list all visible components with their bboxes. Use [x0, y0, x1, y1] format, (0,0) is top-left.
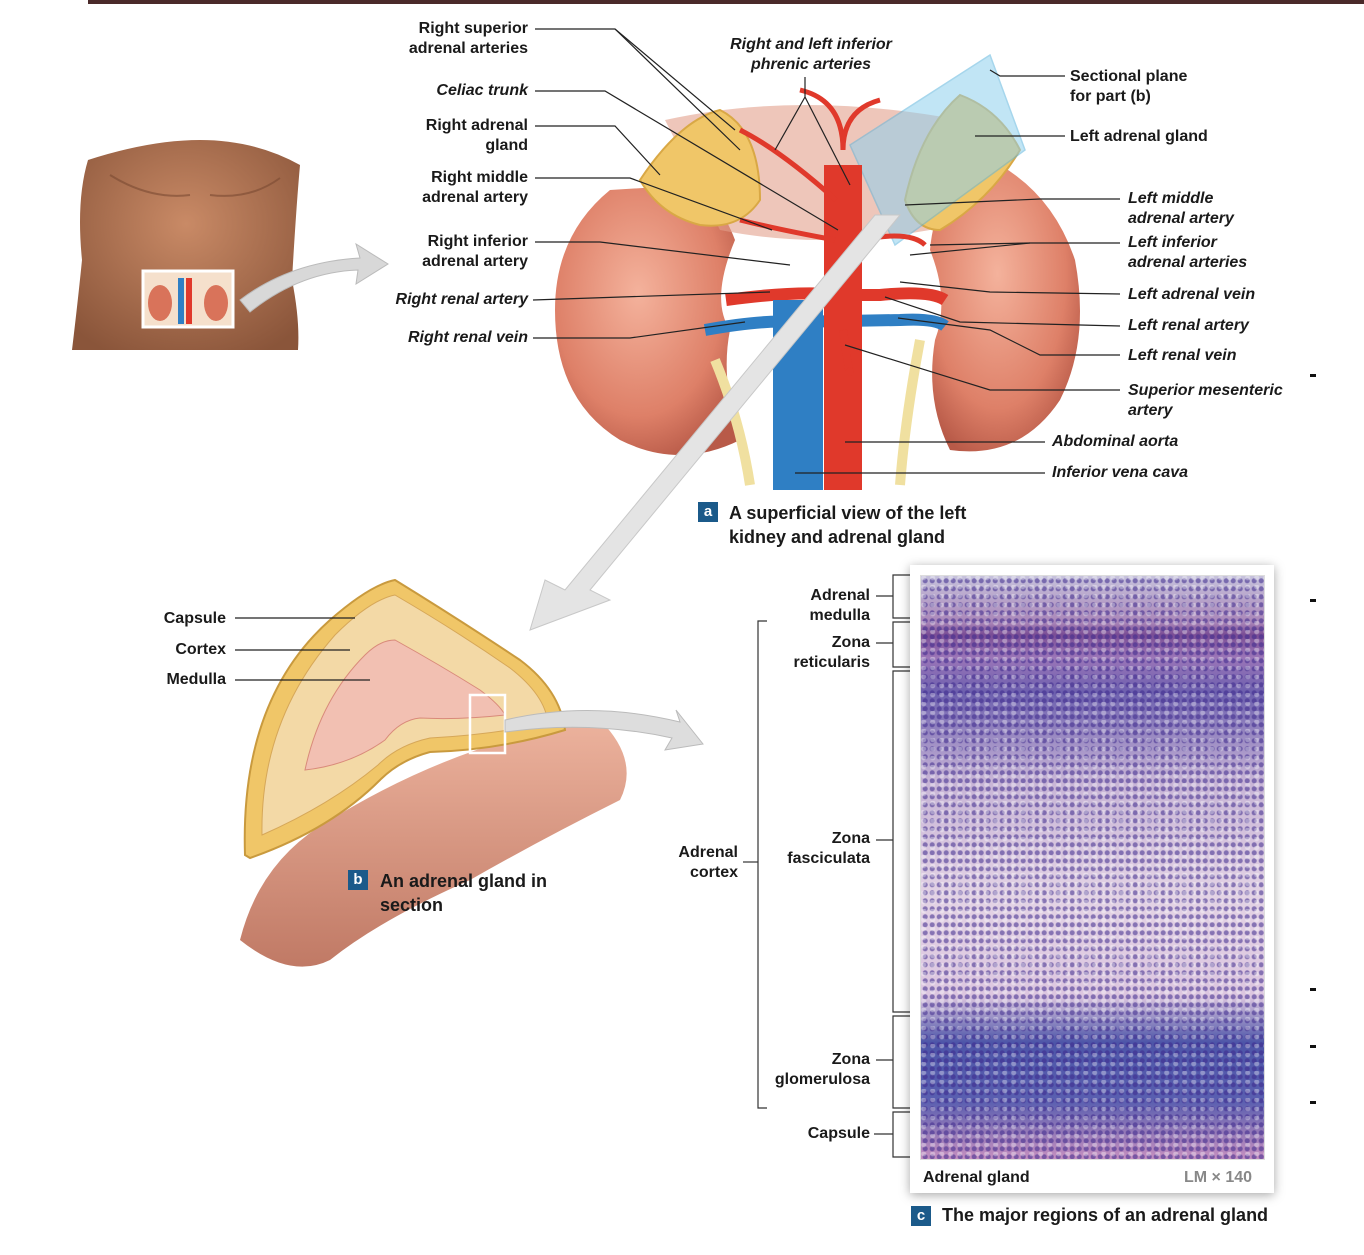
label-capsule-c: Capsule: [807, 1125, 870, 1142]
badge-c: c: [911, 1206, 931, 1226]
label-left-inferior-adrenal-arteries: Left inferior adrenal arteries: [1128, 234, 1248, 271]
caption-a: A superficial view of the left kidney an…: [729, 503, 967, 547]
label-right-renal-vein: Right renal vein: [407, 329, 528, 346]
label-medulla-b: Medulla: [166, 671, 226, 688]
label-adrenal-cortex: Adrenal cortex: [678, 844, 738, 881]
edge-tick: [1310, 374, 1316, 377]
torso-figure: [72, 140, 300, 350]
edge-tick: [1310, 1101, 1316, 1104]
label-right-superior-adrenal-arteries: Right superior adrenal arteries: [408, 20, 528, 57]
label-right-adrenal-gland: Right adrenal gland: [425, 117, 528, 154]
label-left-middle-adrenal-artery: Left middle adrenal artery: [1128, 190, 1234, 227]
caption-b: An adrenal gland in section: [380, 871, 548, 915]
label-right-middle-adrenal-artery: Right middle adrenal artery: [422, 169, 528, 206]
top-border: [88, 0, 1364, 4]
label-capsule-b: Capsule: [163, 610, 226, 627]
label-celiac-trunk: Celiac trunk: [436, 82, 528, 99]
label-left-adrenal-vein: Left adrenal vein: [1128, 286, 1256, 303]
label-sectional-plane: Sectional plane for part (b): [1070, 68, 1188, 105]
badge-b: b: [348, 870, 368, 890]
label-left-adrenal-gland: Left adrenal gland: [1070, 128, 1208, 145]
label-phrenic-arteries: Right and left inferior phrenic arteries: [730, 36, 892, 73]
label-left-renal-artery: Left renal artery: [1128, 317, 1249, 334]
micrograph-image: [920, 575, 1265, 1160]
edge-tick: [1310, 1045, 1316, 1048]
label-zona-fasciculata: Zona fasciculata: [787, 830, 870, 867]
label-zona-reticularis: Zona reticularis: [793, 634, 870, 671]
label-left-renal-vein: Left renal vein: [1128, 347, 1237, 364]
magnification-label: LM × 140: [1184, 1169, 1253, 1186]
label-superior-mesenteric-artery: Superior mesenteric artery: [1128, 382, 1283, 419]
label-inferior-vena-cava: Inferior vena cava: [1052, 464, 1189, 481]
micrograph-label: Adrenal gland: [923, 1169, 1030, 1186]
caption-c: The major regions of an adrenal gland: [942, 1205, 1269, 1225]
label-adrenal-medulla: Adrenal medulla: [809, 587, 870, 624]
label-abdominal-aorta: Abdominal aorta: [1052, 433, 1179, 450]
label-right-renal-artery: Right renal artery: [395, 291, 528, 308]
gland-section-figure: [240, 578, 627, 967]
label-zona-glomerulosa: Zona glomerulosa: [774, 1051, 870, 1088]
badge-a: a: [698, 502, 718, 522]
edge-tick: [1310, 599, 1316, 602]
label-right-inferior-adrenal-artery: Right inferior adrenal artery: [422, 233, 528, 270]
edge-tick: [1310, 988, 1316, 991]
label-cortex-b: Cortex: [175, 641, 226, 658]
